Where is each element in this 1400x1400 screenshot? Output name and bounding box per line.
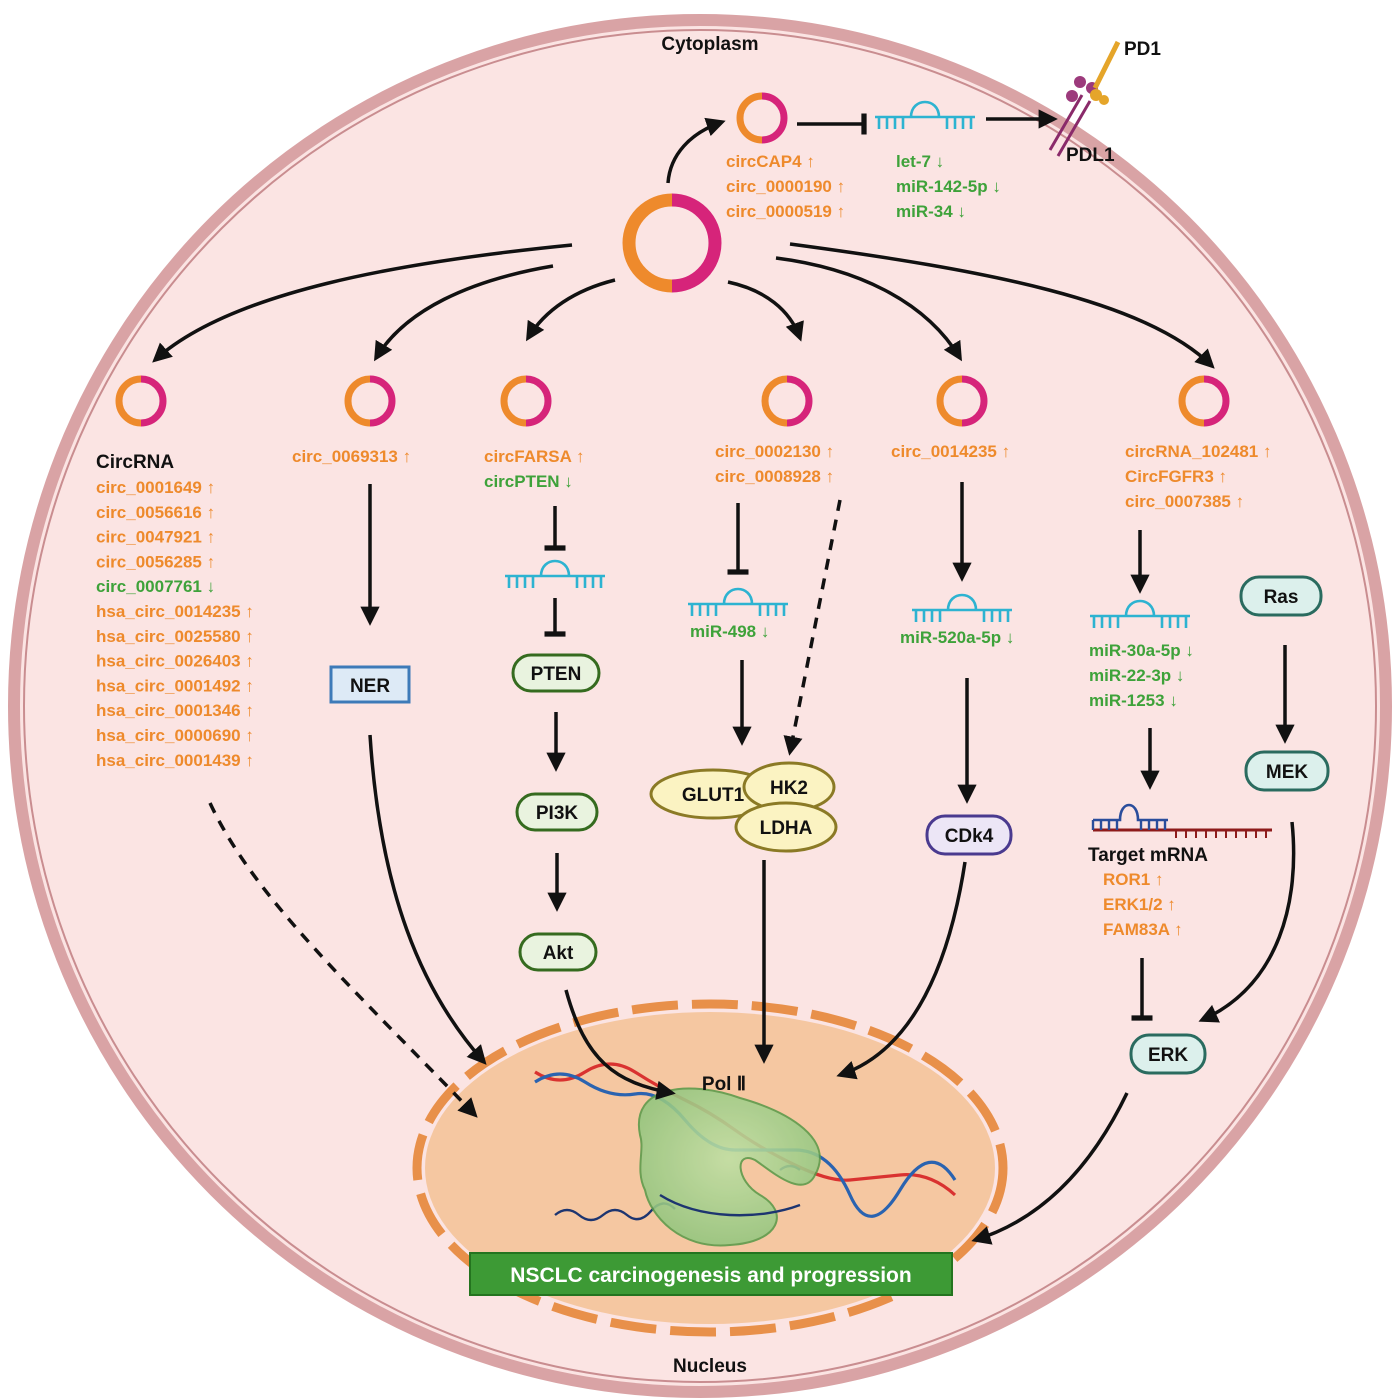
b4-circ-1: circ_0008928 ↑ bbox=[715, 467, 834, 486]
ner-label: NER bbox=[350, 676, 390, 697]
pol-ii-complex bbox=[637, 1087, 821, 1247]
b6-circ-2: circ_0007385 ↑ bbox=[1125, 492, 1244, 511]
cdk4-node bbox=[925, 814, 1013, 856]
cdk4-label: CDk4 bbox=[945, 826, 994, 847]
branch-circrna-icons bbox=[115, 375, 1230, 427]
target-mrna-label: Target mRNA bbox=[1088, 845, 1208, 866]
pol-ii-label: Pol Ⅱ bbox=[702, 1074, 746, 1095]
top-circrna-icon bbox=[736, 92, 788, 144]
b4-dashed-arrow bbox=[783, 499, 842, 756]
branch-arrows bbox=[152, 242, 1215, 369]
b6-target-2: FAM83A ↑ bbox=[1103, 920, 1183, 939]
outcome-label: NSCLC carcinogenesis and progression bbox=[510, 1264, 911, 1287]
mek-to-erk-arrow bbox=[1198, 821, 1296, 1023]
hk2-label: HK2 bbox=[770, 778, 808, 799]
b6-mirna-1: miR-22-3p ↓ bbox=[1089, 666, 1184, 685]
circrna-list: circ_0001649 ↑ circ_0056616 ↑ circ_0047921… bbox=[96, 478, 254, 770]
ras-node bbox=[1239, 575, 1323, 617]
circrna-heading: CircRNA bbox=[96, 452, 174, 473]
top-circ-0: circCAP4 ↑ bbox=[726, 152, 815, 171]
b6-target-0: ROR1 ↑ bbox=[1103, 870, 1163, 889]
pi3k-label: PI3K bbox=[536, 803, 579, 824]
circrna-list-item: hsa_circ_0000690 ↑ bbox=[96, 726, 254, 745]
ldha-node bbox=[734, 801, 838, 853]
pd1-label: PD1 bbox=[1124, 39, 1161, 60]
b3-arrow-3 bbox=[564, 989, 676, 1100]
erk-to-nucleus-arrow bbox=[971, 1092, 1129, 1245]
mek-node bbox=[1244, 750, 1330, 792]
b6-mirna-2: miR-1253 ↓ bbox=[1089, 691, 1178, 710]
b5-mirna-label: miR-520a-5p ↓ bbox=[900, 628, 1014, 647]
circrna-list-item: circ_0047921 ↑ bbox=[96, 528, 215, 547]
arrow-to-top-circ bbox=[666, 117, 726, 184]
pdl1-label: PDL1 bbox=[1066, 145, 1115, 166]
cell-membrane bbox=[8, 14, 1392, 1398]
circrna-list-item: circ_0056616 ↑ bbox=[96, 503, 215, 522]
circrna-list-item: hsa_circ_0026403 ↑ bbox=[96, 652, 254, 671]
b4-circ-0: circ_0002130 ↑ bbox=[715, 442, 834, 461]
pten-node bbox=[511, 653, 601, 693]
pd1-pdl1-icon bbox=[1048, 40, 1121, 157]
b2-arrow-2 bbox=[368, 734, 487, 1065]
target-mrna-icon bbox=[1091, 803, 1272, 838]
b6-circ-0: circRNA_102481 ↑ bbox=[1125, 442, 1271, 461]
erk-label: ERK bbox=[1148, 1045, 1188, 1066]
circrna-list-item: circ_0007761 ↓ bbox=[96, 577, 215, 596]
b3-circ-down: circPTEN ↓ bbox=[484, 472, 573, 491]
circrna-list-item: circ_0056285 ↑ bbox=[96, 552, 215, 571]
ldha-label: LDHA bbox=[760, 818, 813, 839]
top-circ-list: circCAP4 ↑ circ_0000190 ↑ circ_0000519 ↑ bbox=[726, 152, 845, 221]
b6-circ-1: CircFGFR3 ↑ bbox=[1125, 467, 1227, 486]
top-circ-2: circ_0000519 ↑ bbox=[726, 202, 845, 221]
b2-circ: circ_0069313 ↑ bbox=[292, 447, 411, 466]
pi3k-node bbox=[515, 792, 599, 832]
b5-arrow-3 bbox=[836, 861, 967, 1080]
mek-label: MEK bbox=[1266, 762, 1309, 783]
top-mirna-1: miR-142-5p ↓ bbox=[896, 177, 1001, 196]
b3-circ-up: circFARSA ↑ bbox=[484, 447, 584, 466]
circrna-list-item: hsa_circ_0001439 ↑ bbox=[96, 751, 254, 770]
circrna-list-item: hsa_circ_0001346 ↑ bbox=[96, 701, 254, 720]
top-mirna-list: let-7 ↓ miR-142-5p ↓ miR-34 ↓ bbox=[896, 152, 1001, 221]
ras-label: Ras bbox=[1264, 587, 1299, 608]
pten-label: PTEN bbox=[531, 664, 582, 685]
top-mirna-0: let-7 ↓ bbox=[896, 152, 944, 171]
outcome-box bbox=[469, 1252, 953, 1296]
top-mirna-2: miR-34 ↓ bbox=[896, 202, 966, 221]
circrna-list-item: hsa_circ_0014235 ↑ bbox=[96, 602, 254, 621]
b6-target-1: ERK1/2 ↑ bbox=[1103, 895, 1176, 914]
cytoplasm-label: Cytoplasm bbox=[661, 34, 758, 55]
glut1-label: GLUT1 bbox=[682, 785, 745, 806]
b6-mirna-0: miR-30a-5p ↓ bbox=[1089, 641, 1194, 660]
circrna-list-item: hsa_circ_0025580 ↑ bbox=[96, 627, 254, 646]
erk-node bbox=[1129, 1033, 1207, 1075]
b4-mirna-label: miR-498 ↓ bbox=[690, 622, 769, 641]
top-circ-1: circ_0000190 ↑ bbox=[726, 177, 845, 196]
ner-box bbox=[329, 665, 411, 704]
central-circrna-icon bbox=[622, 193, 722, 293]
akt-node bbox=[518, 932, 598, 972]
cell-membrane-inner bbox=[23, 29, 1377, 1383]
akt-label: Akt bbox=[543, 943, 574, 964]
circrna-list-item: hsa_circ_0001492 ↑ bbox=[96, 676, 254, 695]
nucleus-label: Nucleus bbox=[673, 1356, 747, 1377]
circrna-list-to-nucleus bbox=[208, 802, 478, 1118]
b5-circ: circ_0014235 ↑ bbox=[891, 442, 1010, 461]
circrna-list-item: circ_0001649 ↑ bbox=[96, 478, 215, 497]
